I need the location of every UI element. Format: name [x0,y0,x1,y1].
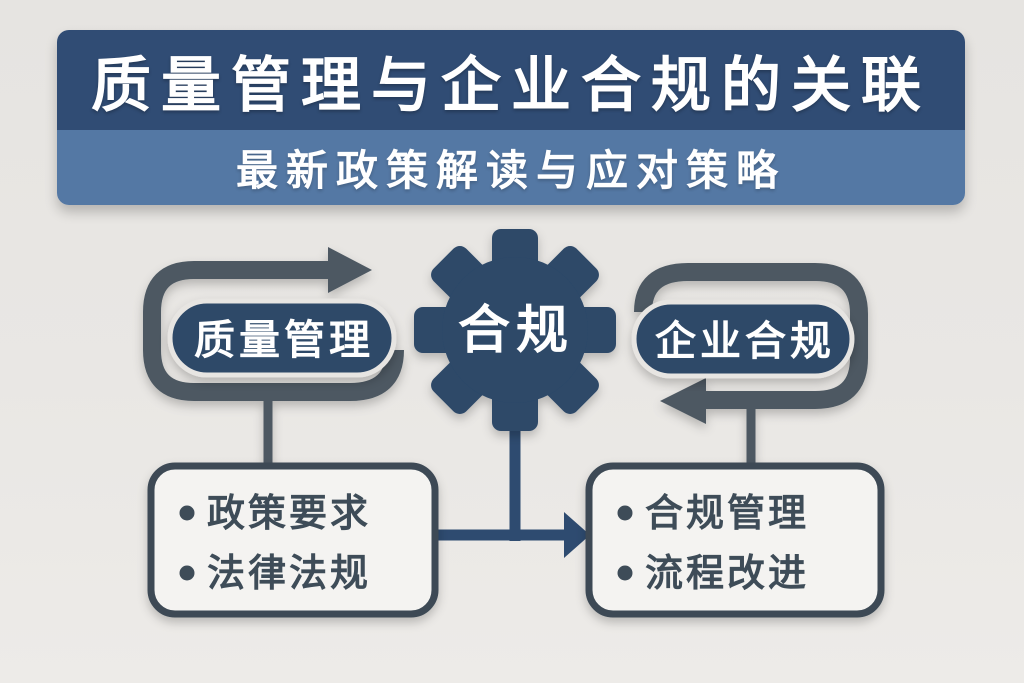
page-title: 质量管理与企业合规的关联 [91,51,931,119]
connector-gear-vertical [509,412,521,541]
connector-horizontal-line [432,529,566,541]
header-banner: 质量管理与企业合规的关联 最新政策解读与应对策略 [57,30,965,205]
left-box-item-2: 法律法规 [207,553,371,595]
right-info-box-items: 合规管理 流程改进 [617,493,809,595]
header-subtitle-band: 最新政策解读与应对策略 [57,130,965,205]
left-info-box-items: 政策要求 法律法规 [179,493,371,595]
right-info-box [585,462,885,618]
page-subtitle: 最新政策解读与应对策略 [235,147,786,194]
bullet-icon [179,565,195,581]
header-title-band: 质量管理与企业合规的关联 [57,30,965,130]
bullet-icon [617,565,633,581]
cycle-arrow-left-icon [143,247,404,401]
quality-management-pill-label: 质量管理 [194,317,374,363]
blue-connectors-layer [432,412,590,558]
bullet-icon [617,505,633,521]
quality-management-pill [167,298,397,378]
gear-label: 合规 [458,302,574,360]
pills-layer [167,298,855,379]
connector-right-vertical [746,398,756,468]
left-info-box [147,462,439,618]
right-box-item-2: 流程改进 [645,553,809,595]
connector-left-vertical [263,388,273,468]
left-box-item-1: 政策要求 [207,493,371,535]
right-box-item-1: 合规管理 [645,493,809,535]
info-boxes-layer [147,462,885,618]
enterprise-compliance-pill-label: 企业合规 [655,318,835,364]
arrowhead-right-icon [564,512,590,558]
bullet-icon [179,505,195,521]
gear-icon [414,229,616,431]
cycle-arrows-layer [143,247,868,468]
cycle-arrow-right-icon [634,263,868,424]
enterprise-compliance-pill [631,299,855,379]
